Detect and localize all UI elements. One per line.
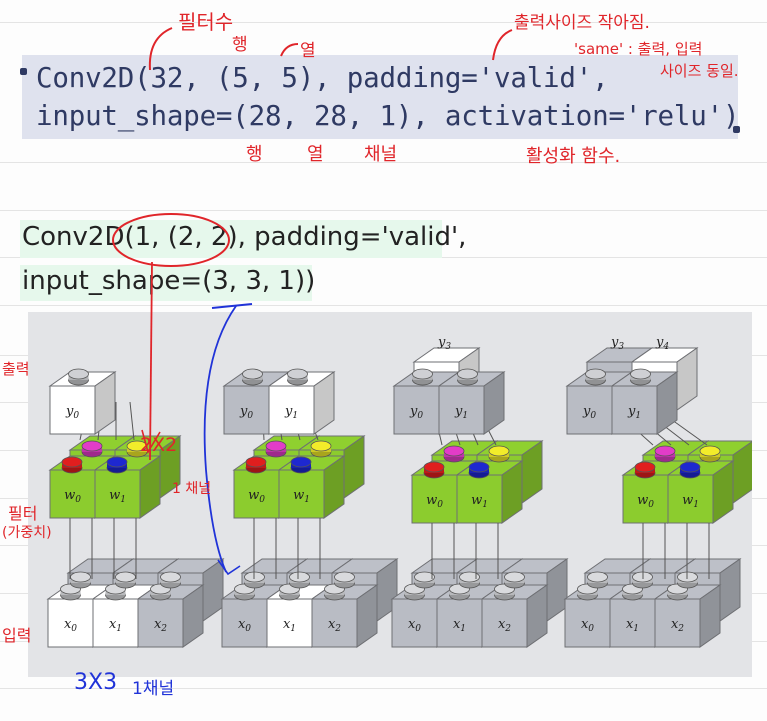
- annotation-channel-bottom: 채널: [364, 144, 398, 165]
- output-cell: [268, 385, 315, 435]
- annotation-output-smaller: 출력사이즈 작아짐.: [514, 13, 650, 33]
- input-cell: [609, 598, 656, 648]
- code-line-2: input_shape=(28, 28, 1), activation='rel…: [36, 100, 740, 132]
- annotation-2x2: 2X2: [140, 434, 178, 456]
- block-marker: [733, 126, 740, 133]
- output-cell: [438, 385, 485, 435]
- input-cell: [137, 598, 184, 648]
- output-cell: [49, 385, 96, 435]
- block-marker: [20, 68, 27, 75]
- annotation-row-bottom: 행: [246, 144, 263, 165]
- annotation-col-top: 열: [300, 41, 316, 61]
- output-cell: [223, 385, 270, 435]
- annotation-filter-count: 필터수: [178, 10, 234, 34]
- input-cell: [654, 598, 701, 648]
- filter-cell: [456, 474, 503, 524]
- annotation-same-2: 사이즈 동일.: [660, 62, 739, 80]
- annotation-one-channel: 1 채널: [172, 481, 212, 497]
- input-cell: [92, 598, 139, 648]
- input-cell: [311, 598, 358, 648]
- annotation-col-bottom: 열: [307, 144, 324, 165]
- filter-cell: [49, 469, 96, 519]
- annotation-output: 출력: [2, 360, 30, 378]
- annotation-input: 입력: [2, 626, 32, 645]
- filter-cell: [278, 469, 325, 519]
- handwritten-code-line-2: input_shape=(3, 3, 1)): [22, 266, 316, 296]
- annotation-filter: 필터: [8, 504, 38, 523]
- output-cell: [611, 385, 658, 435]
- highlight-line-1: [20, 220, 442, 258]
- input-cell: [47, 598, 94, 648]
- annotation-same: 'same' : 출력, 입력: [574, 40, 703, 58]
- annotation-weight: (가중치): [2, 525, 52, 541]
- filter-cell: [667, 474, 714, 524]
- code-block: [22, 55, 738, 139]
- highlight-line-2: [20, 265, 312, 301]
- annotation-3x3: 3X3: [74, 670, 118, 695]
- input-cell: [436, 598, 483, 648]
- code-line-1: Conv2D(32, (5, 5), padding='valid',: [36, 62, 609, 94]
- filter-cell: [411, 474, 458, 524]
- filter-cell: [94, 469, 141, 519]
- annotation-input-channel: 1채널: [132, 679, 175, 699]
- annotation-row-top: 행: [232, 35, 248, 55]
- filter-cell: [622, 474, 669, 524]
- output-cell: [393, 385, 440, 435]
- input-cell: [564, 598, 611, 648]
- annotation-activation: 활성화 함수.: [526, 146, 621, 167]
- handwritten-code-line-1: Conv2D(1, (2, 2), padding='valid',: [22, 222, 467, 252]
